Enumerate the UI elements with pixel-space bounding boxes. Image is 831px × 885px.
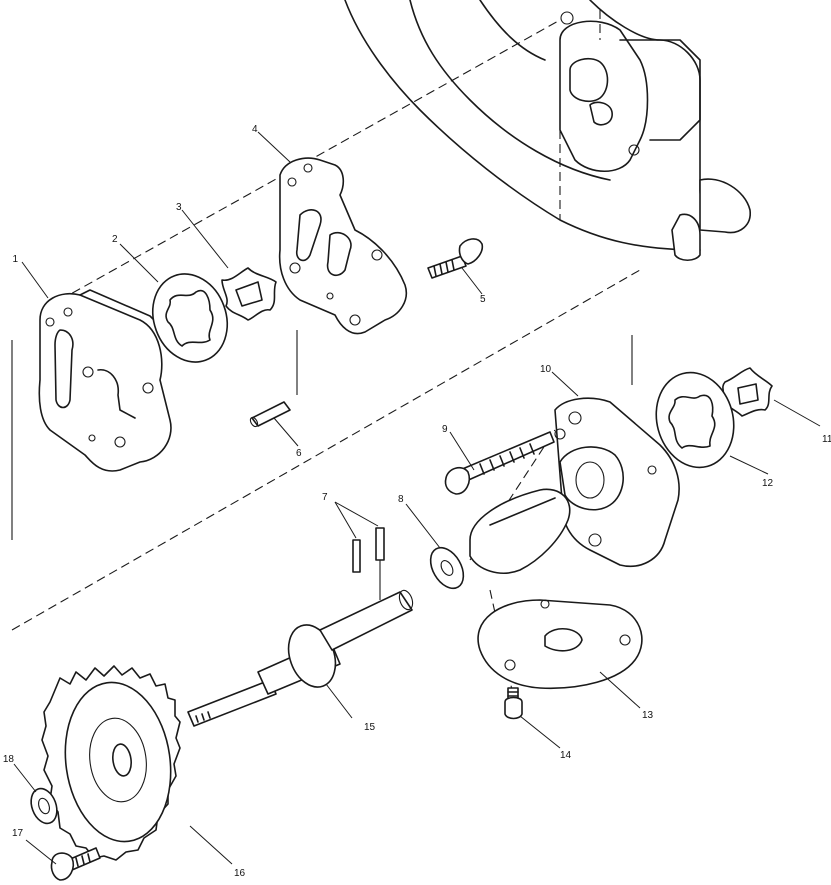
callout-labels: 1 2 3 4 5 6 7 8 9 10 11 12 13 14 15 16 1…: [3, 124, 831, 879]
callout-10: 10: [540, 364, 552, 375]
callout-5: 5: [480, 294, 486, 305]
dowel-pin-6: [249, 401, 291, 428]
callout-8: 8: [398, 494, 404, 505]
callout-11: 11: [822, 434, 831, 445]
crankcase-housing: [344, 0, 751, 262]
drive-shaft-15: [187, 589, 414, 727]
long-bolt-9: [444, 431, 555, 495]
outer-rotor-12: [655, 371, 735, 469]
callout-14: 14: [560, 750, 572, 761]
callout-2: 2: [112, 234, 118, 245]
pump-body-plate: [38, 289, 172, 472]
callout-4: 4: [252, 124, 258, 135]
callout-12: 12: [762, 478, 774, 489]
callout-3: 3: [176, 202, 182, 213]
strainer-cover-13: [477, 599, 643, 690]
screw-14: [504, 687, 523, 720]
washer-8: [429, 546, 465, 590]
drive-gear-16: [41, 665, 181, 861]
callout-13: 13: [642, 710, 654, 721]
callout-9: 9: [442, 424, 448, 435]
screw-5: [427, 238, 484, 279]
pump-cover-plate: [278, 157, 407, 335]
callout-16: 16: [234, 868, 246, 879]
pins-7: [352, 527, 385, 573]
callout-17: 17: [12, 828, 24, 839]
pump-housing-10: [469, 397, 680, 574]
inner-rotor: [221, 267, 277, 321]
callout-leaders: [13, 131, 821, 865]
outer-rotor: [152, 273, 228, 363]
callout-7: 7: [322, 492, 328, 503]
callout-1: 1: [12, 254, 18, 265]
callout-6: 6: [296, 448, 302, 459]
callout-15: 15: [364, 722, 376, 733]
washer-18: [30, 787, 58, 825]
gear-bolt-17: [50, 847, 101, 881]
callout-18: 18: [3, 754, 15, 765]
